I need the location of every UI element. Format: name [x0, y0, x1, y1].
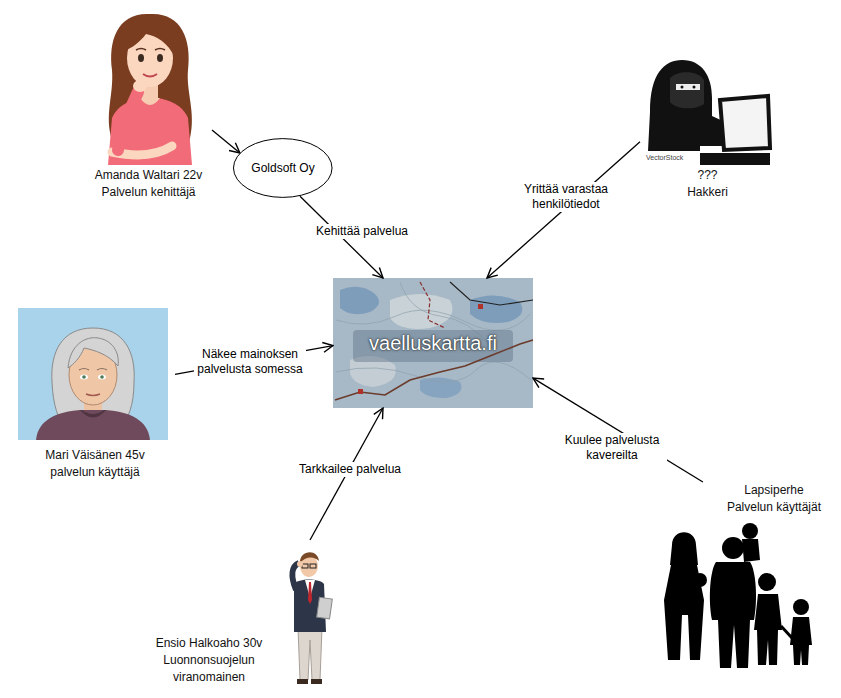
text-group: Amanda Waltari 22vPalvelun kehittäjä	[95, 167, 203, 201]
node-title: Goldsoft Oy	[251, 161, 314, 176]
edge-label-box: Kuulee palvelusta kavereilta	[557, 433, 667, 463]
text-group: ???Hakkeri	[687, 167, 728, 201]
person-node: Ensio Halkoaho 30vLuonnonsuojelun virano…	[150, 540, 340, 690]
company-ellipse: Goldsoft Oy	[233, 138, 333, 198]
map-title: vaelluskartta.fi	[369, 331, 497, 355]
edge-label: Yrittää varastaa henkilötiedot	[516, 182, 616, 212]
edge-label: Tarkkailee palvelua	[296, 462, 404, 477]
edge-label-box: Näkee mainoksen palvelusta somessa	[194, 347, 306, 377]
family-silhouette	[664, 523, 812, 668]
edge-label-box: Kehittää palvelua	[307, 221, 417, 239]
woman-illustration	[108, 14, 192, 165]
edge-label: Kehittää palvelua	[313, 224, 411, 239]
edge-label: Näkee mainoksen palvelusta somessa	[194, 347, 306, 377]
map-illustration	[333, 278, 533, 408]
text-group: LapsiperhePalvelun käyttäjät	[727, 482, 821, 516]
person-name: ???	[687, 167, 728, 184]
person-name: Amanda Waltari 22v	[95, 167, 203, 184]
arrow-connector	[212, 130, 240, 153]
person-node: Amanda Waltari 22vPalvelun kehittäjä	[85, 5, 212, 205]
person-node: Mari Väisänen 45vpalvelun käyttäjä	[15, 305, 175, 485]
group-node: LapsiperhePalvelun käyttäjät	[655, 482, 825, 672]
map-box: vaelluskartta.fi	[333, 278, 533, 408]
edge-label-box: Tarkkailee palvelua	[285, 459, 415, 477]
text-group: Ensio Halkoaho 30vLuonnonsuojelun virano…	[154, 635, 264, 686]
watermark: VectorStock	[646, 153, 683, 162]
text-group: vaelluskartta.fi	[369, 331, 497, 355]
edge-label: Kuulee palvelusta kavereilta	[557, 433, 667, 463]
text-group: Mari Väisänen 45vpalvelun käyttäjä	[45, 447, 144, 481]
person-role: palvelun käyttäjä	[45, 464, 144, 481]
person-role: Palvelun käyttäjät	[727, 499, 821, 516]
arrow-connector	[533, 378, 703, 482]
person-name: Ensio Halkoaho 30v	[154, 635, 264, 652]
person-name: Mari Väisänen 45v	[45, 447, 144, 464]
man-illustration	[292, 552, 332, 684]
person-node: ???Hakkeri	[640, 52, 775, 205]
person-name: Lapsiperhe	[727, 482, 821, 499]
edge-label-box: Yrittää varastaa henkilötiedot	[516, 182, 616, 212]
hacker-illustration	[648, 60, 770, 165]
watermark-box: VectorStock	[646, 153, 683, 162]
person-role: Hakkeri	[687, 184, 728, 201]
person-role: Palvelun kehittäjä	[95, 184, 203, 201]
woman-portrait	[18, 308, 168, 440]
person-role: Luonnonsuojelun viranomainen	[154, 652, 264, 686]
text-group: Goldsoft Oy	[251, 161, 314, 176]
arrow-connector	[487, 142, 640, 278]
ellipse-shape	[234, 139, 333, 198]
